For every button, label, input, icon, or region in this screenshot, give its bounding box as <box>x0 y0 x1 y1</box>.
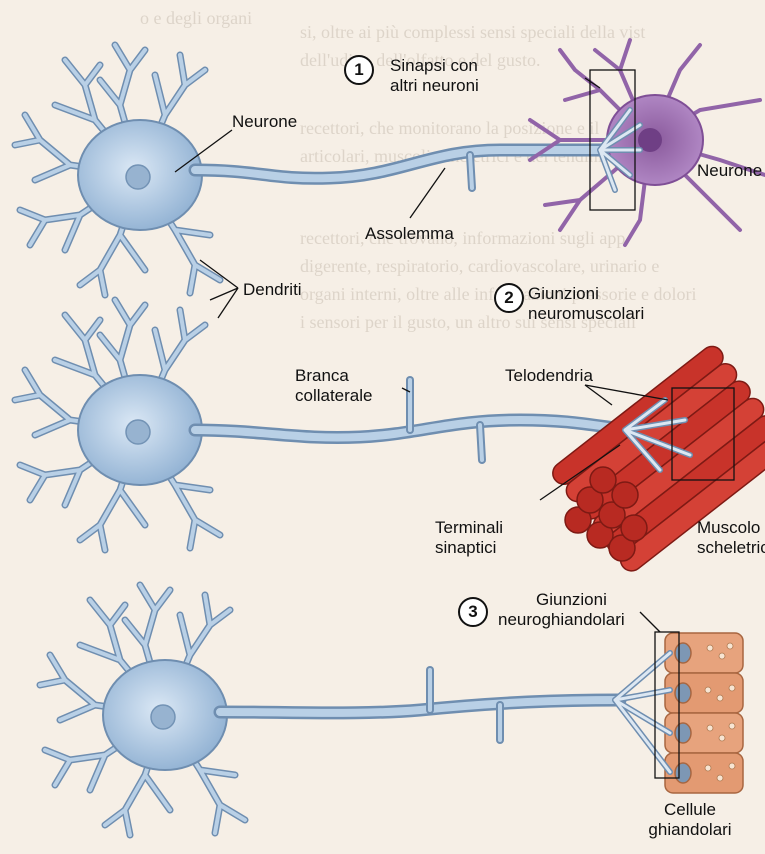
label-line: collaterale <box>295 386 373 405</box>
caption-synapses: Sinapsi con altri neuroni <box>390 56 479 96</box>
label-telodendria: Telodendria <box>505 366 593 385</box>
neuron-1 <box>15 38 765 295</box>
neuron-3 <box>40 585 744 835</box>
caption-line: neuroghiandolari <box>498 610 625 629</box>
label-line: Cellule <box>664 800 716 819</box>
background-line: recettori, che trovano, informazioni sug… <box>300 228 626 248</box>
caption-neuromuscular: Giunzioni neuromuscolari <box>528 284 644 324</box>
section-number-2: 2 <box>494 283 524 313</box>
gland-cells <box>664 632 744 794</box>
label-line: Terminali <box>435 518 504 537</box>
caption-line: Sinapsi con <box>390 56 478 75</box>
caption-line: Giunzioni <box>528 284 599 303</box>
label-line: Muscolo <box>697 518 761 537</box>
label-line: scheletrico <box>697 538 765 557</box>
section-number-3: 3 <box>458 597 488 627</box>
label-assolemma: Assolemma <box>365 224 454 243</box>
caption-line: neuromuscolari <box>528 304 645 323</box>
caption-line: altri neuroni <box>390 76 479 95</box>
label-terminali-sinaptici: Terminali sinaptici <box>435 518 503 558</box>
caption-neuroglandular: Giunzioni neuroghiandolari <box>498 590 625 630</box>
label-line: ghiandolari <box>648 820 732 839</box>
label-branca-collaterale: Branca collaterale <box>295 366 373 406</box>
label-neurone-target: Neurone <box>697 161 763 180</box>
label-neurone: Neurone <box>232 112 298 131</box>
neuron-2 <box>15 300 765 572</box>
label-line: sinaptici <box>435 538 497 557</box>
background-line: i sensori per il gusto, un altro sui sen… <box>300 312 636 332</box>
label-muscolo-scheletrico: Muscolo scheletrico <box>697 518 765 558</box>
label-cellule-ghiandolari: Cellule ghiandolari <box>640 800 740 840</box>
label-dendriti: Dendriti <box>243 280 302 299</box>
caption-line: Giunzioni <box>536 590 607 609</box>
label-line: Branca <box>295 366 349 385</box>
background-line: o e degli organi <box>140 8 253 28</box>
background-line: digerente, respiratorio, cardiovascolare… <box>300 256 660 276</box>
section-number-1: 1 <box>344 55 374 85</box>
background-line: si, oltre ai più complessi sensi special… <box>300 22 646 42</box>
target-neuron <box>528 38 765 247</box>
background-line: recettori, che monitorano la posizione e… <box>300 118 600 138</box>
leader-lines <box>174 77 669 633</box>
